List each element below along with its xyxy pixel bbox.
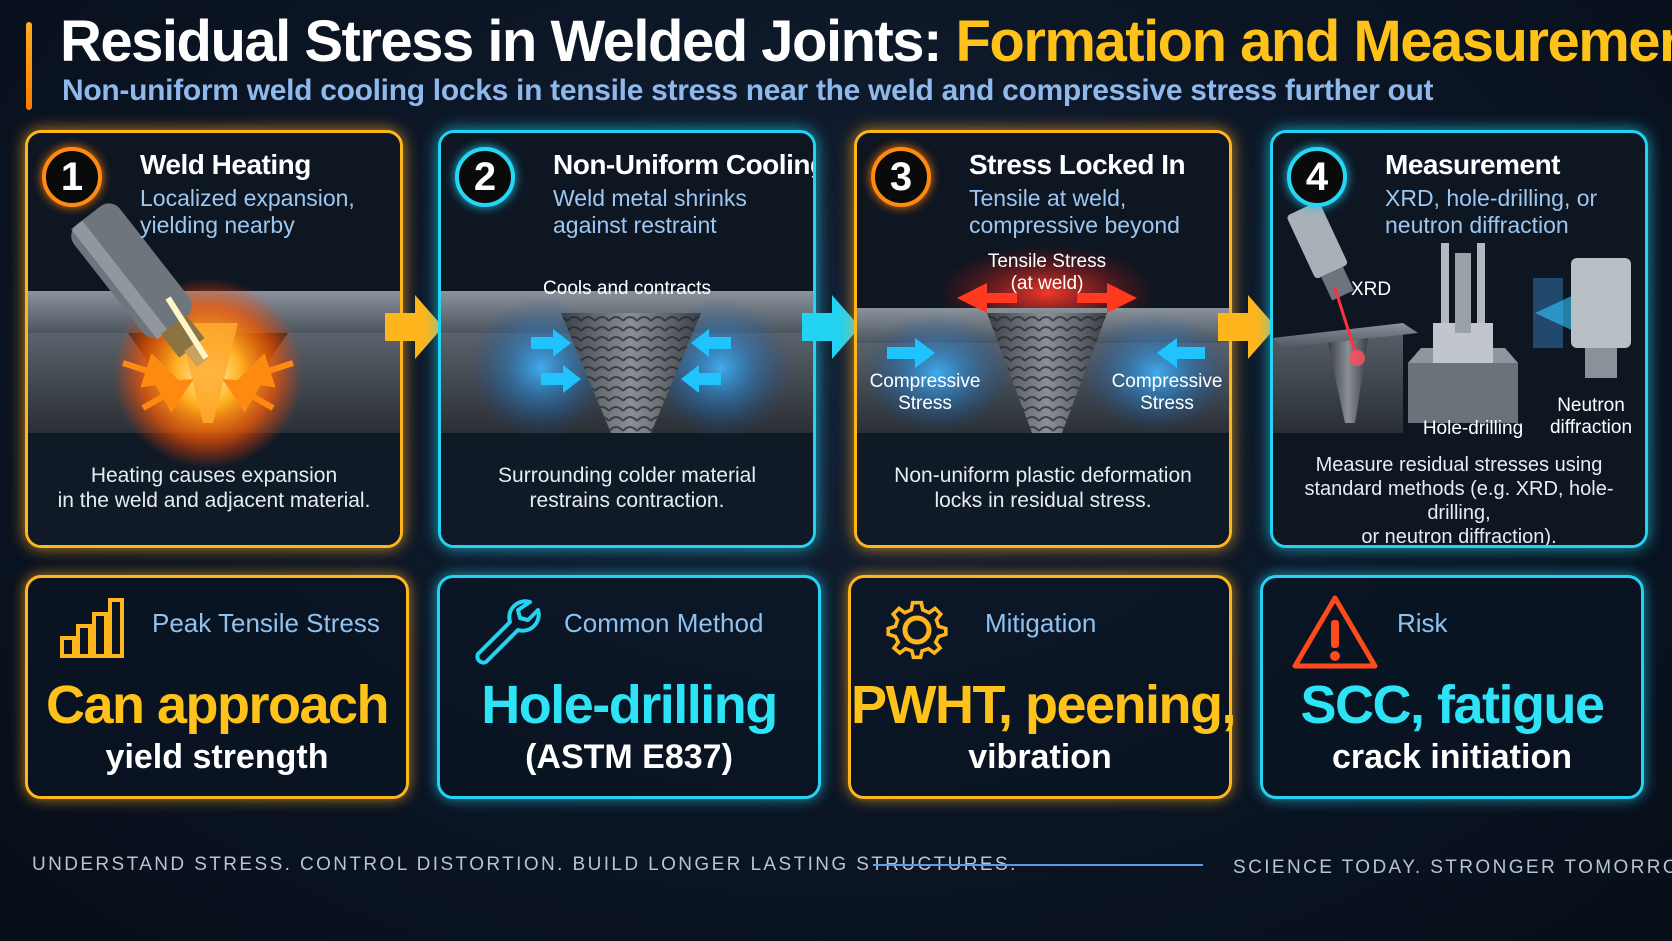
caption-line: Non-uniform plastic deformation (894, 464, 1192, 487)
label-line: Compressive (869, 371, 981, 392)
step-desc-line: compressive beyond (969, 212, 1180, 238)
card-headline: Can approach (45, 675, 390, 735)
step-title: Measurement (1385, 149, 1561, 180)
label-line: Stress (1140, 393, 1194, 414)
neutron-diffraction-label: Neutron diffraction (1535, 395, 1645, 439)
card-label: Risk (1397, 608, 1448, 638)
caption-line: Heating causes expansion (90, 464, 338, 487)
bar-chart-icon (60, 598, 124, 658)
caption-line: or neutron diffraction). (1361, 526, 1557, 548)
caption-line: in the weld and adjacent material. (57, 489, 371, 512)
step-panel-weld-heating: 1 Weld Heating Localized expansion, yiel… (25, 130, 403, 548)
label-line: Compressive (1111, 371, 1223, 392)
step-desc-line: neutron diffraction (1385, 212, 1569, 238)
caption-line: standard methods (e.g. XRD, hole-drillin… (1304, 478, 1614, 524)
step-number: 3 (871, 147, 931, 207)
step-title: Non-Uniform Cooling (553, 149, 816, 180)
measurement-equipment-icon (1273, 133, 1645, 545)
footer-divider (873, 864, 1203, 866)
card-headline: Hole-drilling (481, 675, 778, 735)
card-subline: yield strength (105, 738, 329, 776)
compressive-stress-label-left: Compressive Stress (865, 371, 985, 415)
step-title: Weld Heating (140, 149, 311, 180)
step-caption: Measure residual stresses using standard… (1273, 453, 1645, 548)
card-label: Common Method (564, 608, 764, 638)
title-highlight: Formation and Measurement (955, 9, 1672, 74)
step-caption: Surrounding colder material restrains co… (441, 463, 813, 513)
contraction-arrows-icon (441, 133, 813, 545)
compressive-stress-label-right: Compressive Stress (1107, 371, 1227, 415)
page-title: Residual Stress in Welded Joints: Format… (60, 8, 1672, 75)
step-desc-line: Weld metal shrinks (553, 185, 747, 211)
card-subline: crack initiation (1332, 738, 1572, 776)
wrench-icon (475, 599, 541, 665)
footer-tagline-right: SCIENCE TODAY. STRONGER TOMORROW. (1233, 857, 1672, 878)
caption-line: Surrounding colder material (498, 464, 756, 487)
step-caption: Heating causes expansion in the weld and… (28, 463, 400, 513)
caption-line: restrains contraction. (529, 489, 725, 512)
card-label: Peak Tensile Stress (152, 608, 380, 638)
step-description: Localized expansion, yielding nearby (140, 185, 400, 239)
gear-icon (886, 600, 948, 660)
label-line: (at weld) (1010, 273, 1084, 294)
card-risk: Risk SCC, fatigue crack initiation (1260, 575, 1644, 799)
page-subtitle: Non-uniform weld cooling locks in tensil… (62, 74, 1434, 107)
welding-torch-icon (28, 133, 400, 545)
card-peak-tensile-stress: Peak Tensile Stress Can approach yield s… (25, 575, 409, 799)
card-subline: vibration (968, 738, 1112, 776)
step-panel-measurement: 4 Measurement XRD, hole-drilling, or neu… (1270, 130, 1648, 548)
step-description: XRD, hole-drilling, or neutron diffracti… (1385, 185, 1645, 239)
label-line: Stress (898, 393, 952, 414)
xrd-label: XRD (1351, 279, 1392, 300)
tensile-stress-label: Tensile Stress (at weld) (937, 251, 1157, 295)
card-label: Mitigation (985, 608, 1097, 638)
step-panel-stress-locked: 3 Stress Locked In Tensile at weld, comp… (854, 130, 1232, 548)
flow-arrow-icon (1218, 295, 1276, 359)
flow-arrow-icon (385, 295, 443, 359)
step-description: Tensile at weld, compressive beyond (969, 185, 1229, 239)
caption-line: locks in residual stress. (934, 489, 1152, 512)
caption-line: Measure residual stresses using (1315, 454, 1603, 476)
label-line: Tensile Stress (987, 251, 1107, 272)
step-desc-line: yielding nearby (140, 212, 295, 238)
step-desc-line: XRD, hole-drilling, or (1385, 185, 1598, 211)
label-line: Neutron (1557, 395, 1625, 416)
label-line: diffraction (1549, 417, 1633, 438)
step-desc-line: Localized expansion, (140, 185, 355, 211)
warning-icon (1292, 595, 1378, 669)
image-label: Cools and contracts (543, 278, 711, 299)
step-title: Stress Locked In (969, 149, 1186, 180)
card-headline: SCC, fatigue (1300, 675, 1605, 735)
card-headline: PWHT, peening, (851, 675, 1237, 735)
footer-tagline-left: UNDERSTAND STRESS. CONTROL DISTORTION. B… (32, 854, 1018, 875)
stress-arrows-icon (857, 133, 1229, 545)
hole-drilling-label: Hole-drilling (1422, 418, 1524, 439)
step-desc-line: Tensile at weld, (969, 185, 1127, 211)
card-mitigation: Mitigation PWHT, peening, vibration (848, 575, 1237, 799)
step-number: 2 (455, 147, 515, 207)
flow-arrow-icon (802, 295, 860, 359)
step-number: 1 (42, 147, 102, 207)
step-panel-cooling: 2 Non-Uniform Cooling Weld metal shrinks… (438, 130, 816, 548)
title-main: Residual Stress in Welded Joints: (60, 9, 956, 74)
step-description: Weld metal shrinks against restraint (553, 185, 813, 239)
step-desc-line: against restraint (553, 212, 717, 238)
step-number: 4 (1287, 147, 1347, 207)
title-accent-bar (26, 22, 32, 110)
card-common-method: Common Method Hole-drilling (ASTM E837) (437, 575, 821, 799)
step-caption: Non-uniform plastic deformation locks in… (857, 463, 1229, 513)
card-subline: (ASTM E837) (525, 738, 733, 776)
